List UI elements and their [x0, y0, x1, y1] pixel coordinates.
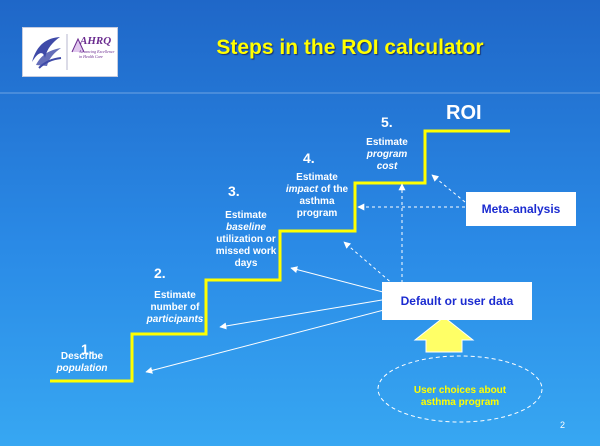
data-arrow-to-step4 — [343, 241, 395, 286]
logo-tagline: Advancing Excellence in Health Care — [79, 49, 115, 59]
user-choices-ellipse — [377, 355, 543, 423]
step-2-number: 2. — [154, 265, 166, 281]
data-arrow-to-step1 — [145, 309, 385, 374]
staircase-line — [50, 129, 510, 383]
slide-title: Steps in the ROI calculator — [216, 36, 484, 59]
data-arrow-to-step2 — [219, 299, 383, 330]
default-user-data-box: Default or user data — [382, 282, 532, 320]
step-3-number: 3. — [228, 183, 240, 199]
meta-analysis-box: Meta-analysis — [466, 192, 576, 226]
step-1-number: 1. — [81, 341, 93, 357]
hhs-eagle-icon — [29, 34, 85, 70]
meta-analysis-label: Meta-analysis — [481, 202, 561, 216]
up-arrow-icon — [413, 316, 475, 353]
data-arrow-to-step3 — [290, 266, 384, 293]
logo-text: AHRQ — [80, 35, 112, 47]
default-user-data-label: Default or user data — [400, 294, 514, 308]
step-4-number: 4. — [303, 150, 315, 166]
step-5-number: 5. — [381, 114, 393, 130]
meta-arrow-to-step5 — [431, 174, 466, 203]
user-choices-label: User choices about asthma program — [413, 385, 507, 408]
page-number: 2 — [560, 420, 566, 430]
roi-label: ROI — [446, 102, 482, 124]
ahrq-logo: AHRQ Advancing Excellence in Health Care — [22, 27, 118, 77]
